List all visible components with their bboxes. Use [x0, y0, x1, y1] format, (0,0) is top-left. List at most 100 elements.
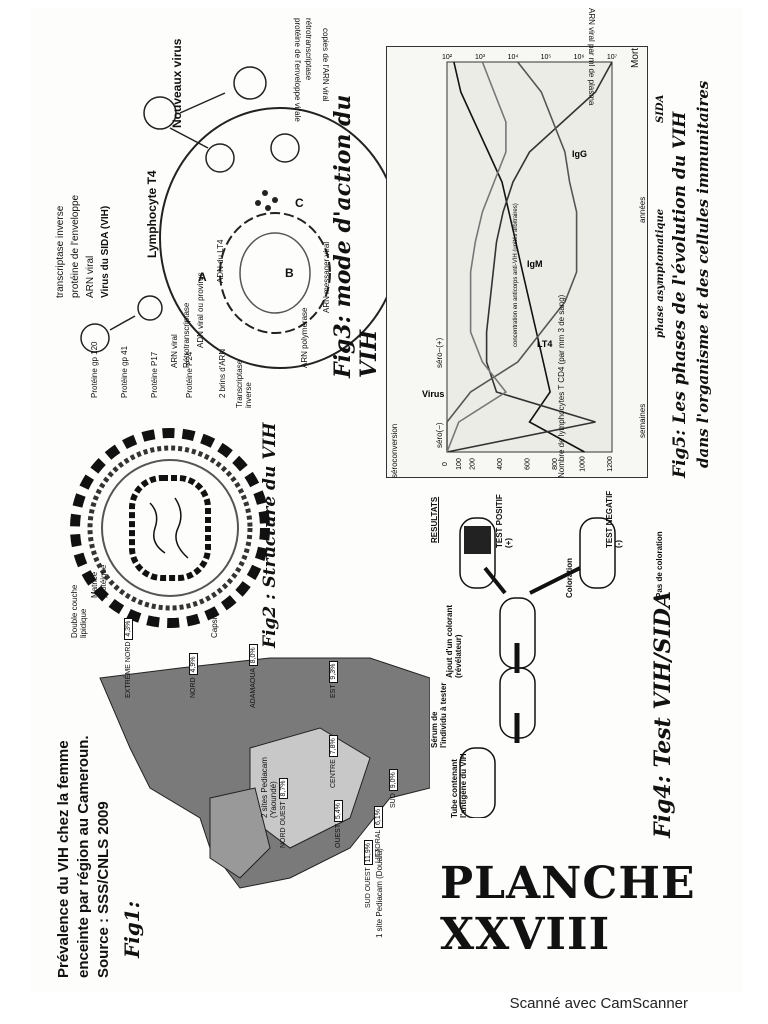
fig1-region-value: 5,4%: [334, 800, 343, 823]
fig1-region-0: EXTRÊME NORD 4,3%: [124, 617, 133, 698]
fig5-label-igg: IgG: [572, 149, 587, 159]
fig3-label-transcriptase: transcriptase inverse: [55, 205, 66, 298]
fig1-region-name: EST: [330, 682, 337, 699]
fig1-region-7: NORD OUEST 8,7%: [279, 777, 288, 848]
fig5-ylabel: Nombre de lymphocytes T CD4 (par mm 3 de…: [557, 294, 566, 478]
fig1-heading-2: enceinte par région au Cameroun.: [75, 735, 92, 978]
fig4-colorant-label: Ajout d'un colorant (révélateur): [445, 604, 463, 678]
fig1-region-name: ADAMAOUA: [250, 666, 257, 708]
fig3-label-retro: rétrotranscriptase: [304, 18, 313, 81]
fig3-label-adn-provirus: ADN viral ou provirus: [196, 272, 205, 348]
fig5-annees-label: années: [638, 196, 647, 223]
fig1-region-2: ADAMAOUA 8,0%: [249, 644, 258, 708]
fig3-label-arn-polymerase: ARN polymérase: [300, 307, 309, 368]
fig4-tube-label: Tube contenant l'antigène du VIH: [450, 753, 468, 818]
fig1-region-name: EXTRÊME NORD: [125, 639, 132, 698]
fig5-right-label: ARN viral par ml de plasma: [587, 8, 596, 106]
fig1-caption: Fig1:: [120, 900, 144, 958]
fig4-test-positive: TEST POSITIF (+): [495, 494, 513, 548]
fig1-region-4: CENTRE 7,8%: [329, 735, 338, 788]
fig1-region-value: 9,0%: [389, 769, 398, 792]
fig5-caption-2: dans l'organisme et des cellules immunit…: [694, 80, 712, 468]
fig1-region-value: 9,3%: [329, 660, 338, 683]
fig2-label-transcriptase: Transcriptase inverse: [235, 359, 253, 408]
fig5-series-lt4: [453, 61, 585, 453]
fig5-label-lt4: LT4: [537, 339, 552, 349]
fig3-label-lymphocyte: Lymphocyte T4: [145, 170, 159, 258]
fig3-marker-a: A: [198, 270, 207, 284]
fig5-right-tick: 10⁴: [508, 54, 519, 61]
fig1-region-value: 8,7%: [279, 777, 288, 800]
fig5-left-tick: 200: [470, 458, 477, 470]
fig1-map: [99, 657, 430, 889]
fig5-label-sero-pos: séro−(+): [435, 337, 444, 368]
fig2-label-gp120: Protéine gp 120: [90, 341, 99, 399]
fig3-marker-b: B: [285, 266, 294, 280]
fig5-right-tick: 10⁶: [574, 54, 585, 61]
fig5-caption-1: Fig5: Les phases de l'évolution du VIH: [670, 111, 690, 478]
footer-scanner-text: Scanné avec CamScanner: [509, 995, 688, 1012]
fig2-label-arn: 2 brins d'ARN: [218, 348, 227, 398]
fig3-marker-c: C: [295, 196, 304, 210]
fig1-region-name: CENTRE: [330, 757, 337, 788]
fig4-serum-label: Sérum de l'individu à tester: [430, 682, 448, 748]
fig5-series-igm: [446, 61, 508, 453]
fig5-label-seroconversion: séroconversion: [390, 423, 399, 478]
fig1-region-name: SUD: [390, 791, 397, 808]
fig3-label-arn-viral: ARN viral: [170, 334, 179, 368]
fig2-label-gp41: Protéine gp 41: [120, 345, 129, 398]
fig3-label-arn: ARN viral: [85, 255, 96, 298]
fig4-results-title: RESULTATS: [430, 496, 439, 543]
fig5-label-igm: IgM: [527, 259, 543, 269]
fig2-label-p17: Protéine P17: [150, 351, 159, 398]
fig1-region-value: 4,9%: [189, 653, 198, 676]
fig5-mort-label: Mort: [630, 48, 641, 68]
fig5-right-tick: 10²: [442, 54, 453, 61]
fig3-label-envelope: protéine de l'enveloppe: [70, 194, 81, 298]
fig1-region-value: 4,3%: [124, 617, 133, 640]
fig1-region-value: 7,8%: [329, 735, 338, 758]
fig1-region-name: OUEST: [335, 822, 342, 848]
document-sheet: transcriptase inverse protéine de l'enve…: [30, 8, 742, 993]
fig4-diagram: [459, 517, 616, 818]
fig5-left-tick: 0: [442, 462, 449, 466]
fig5-series-virus: [446, 61, 613, 453]
fig1-region-6: OUEST 5,4%: [334, 800, 343, 848]
fig1-region-5: SUD 9,0%: [389, 769, 398, 808]
fig5-left-tick: 1200: [607, 456, 614, 472]
fig5-left-tick: 800: [552, 458, 559, 470]
fig2-caption: Fig2 : Structure du VIH: [260, 422, 280, 648]
fig5-right-tick: 10⁵: [541, 54, 552, 61]
fig2-label-lipid: Double couche lipidique: [70, 584, 88, 638]
fig4-test-negative: TEST NEGATIF (-): [605, 490, 623, 548]
fig4-coloration: Coloration: [565, 558, 574, 598]
fig1-region-8: SUD OUEST 11,9%: [364, 840, 373, 908]
fig2-label-matrix: Matrice protéique: [90, 564, 108, 598]
fig5-phase-label: phase asymptomatique: [655, 208, 666, 338]
fig1-region-1: NORD 4,9%: [189, 653, 198, 698]
fig1-region-name: NORD OUEST: [280, 799, 287, 848]
fig5-right-tick: 10⁷: [607, 54, 618, 61]
fig5-sida-label: SIDA: [655, 94, 666, 123]
fig5-legend-text: concentration en anticorps anti-VIH (uni…: [513, 203, 519, 347]
fig5-plot-area: [446, 61, 613, 453]
fig1-region-name: SUD OUEST: [365, 865, 372, 908]
fig2-diagram: [70, 428, 270, 628]
fig5-left-tick: 1000: [580, 456, 587, 472]
fig1-heading-1: Prévalence du VIH chez la femme: [55, 740, 72, 978]
sheet-title: PLANCHE XXVIII: [440, 858, 696, 960]
fig3-label-adn-lt4: ADN du LT4: [216, 239, 225, 283]
fig5-left-tick: 100: [456, 458, 463, 470]
fig1-heading-3: Source : SSS/CNLS 2009: [95, 801, 112, 978]
fig3-label-new-virus: Nouveaux virus: [170, 38, 184, 128]
fig3-label-virus: Virus du SIDA (VIH): [100, 205, 111, 298]
fig5-left-tick: 600: [525, 458, 532, 470]
fig4-caption: Fig4: Test VIH/SIDA: [650, 590, 676, 838]
fig1-site-douala: 1 site Pediacam (Douala): [375, 848, 384, 938]
fig5-right-tick: 10³: [475, 54, 486, 61]
fig2-label-p24: Protéine P24: [185, 351, 194, 398]
fig1-region-value: 11,9%: [364, 840, 373, 866]
fig1-site-yaounde: 2 sites Pediacam (Yaoundé): [260, 757, 278, 818]
fig2-label-capside: Capside: [210, 608, 219, 638]
